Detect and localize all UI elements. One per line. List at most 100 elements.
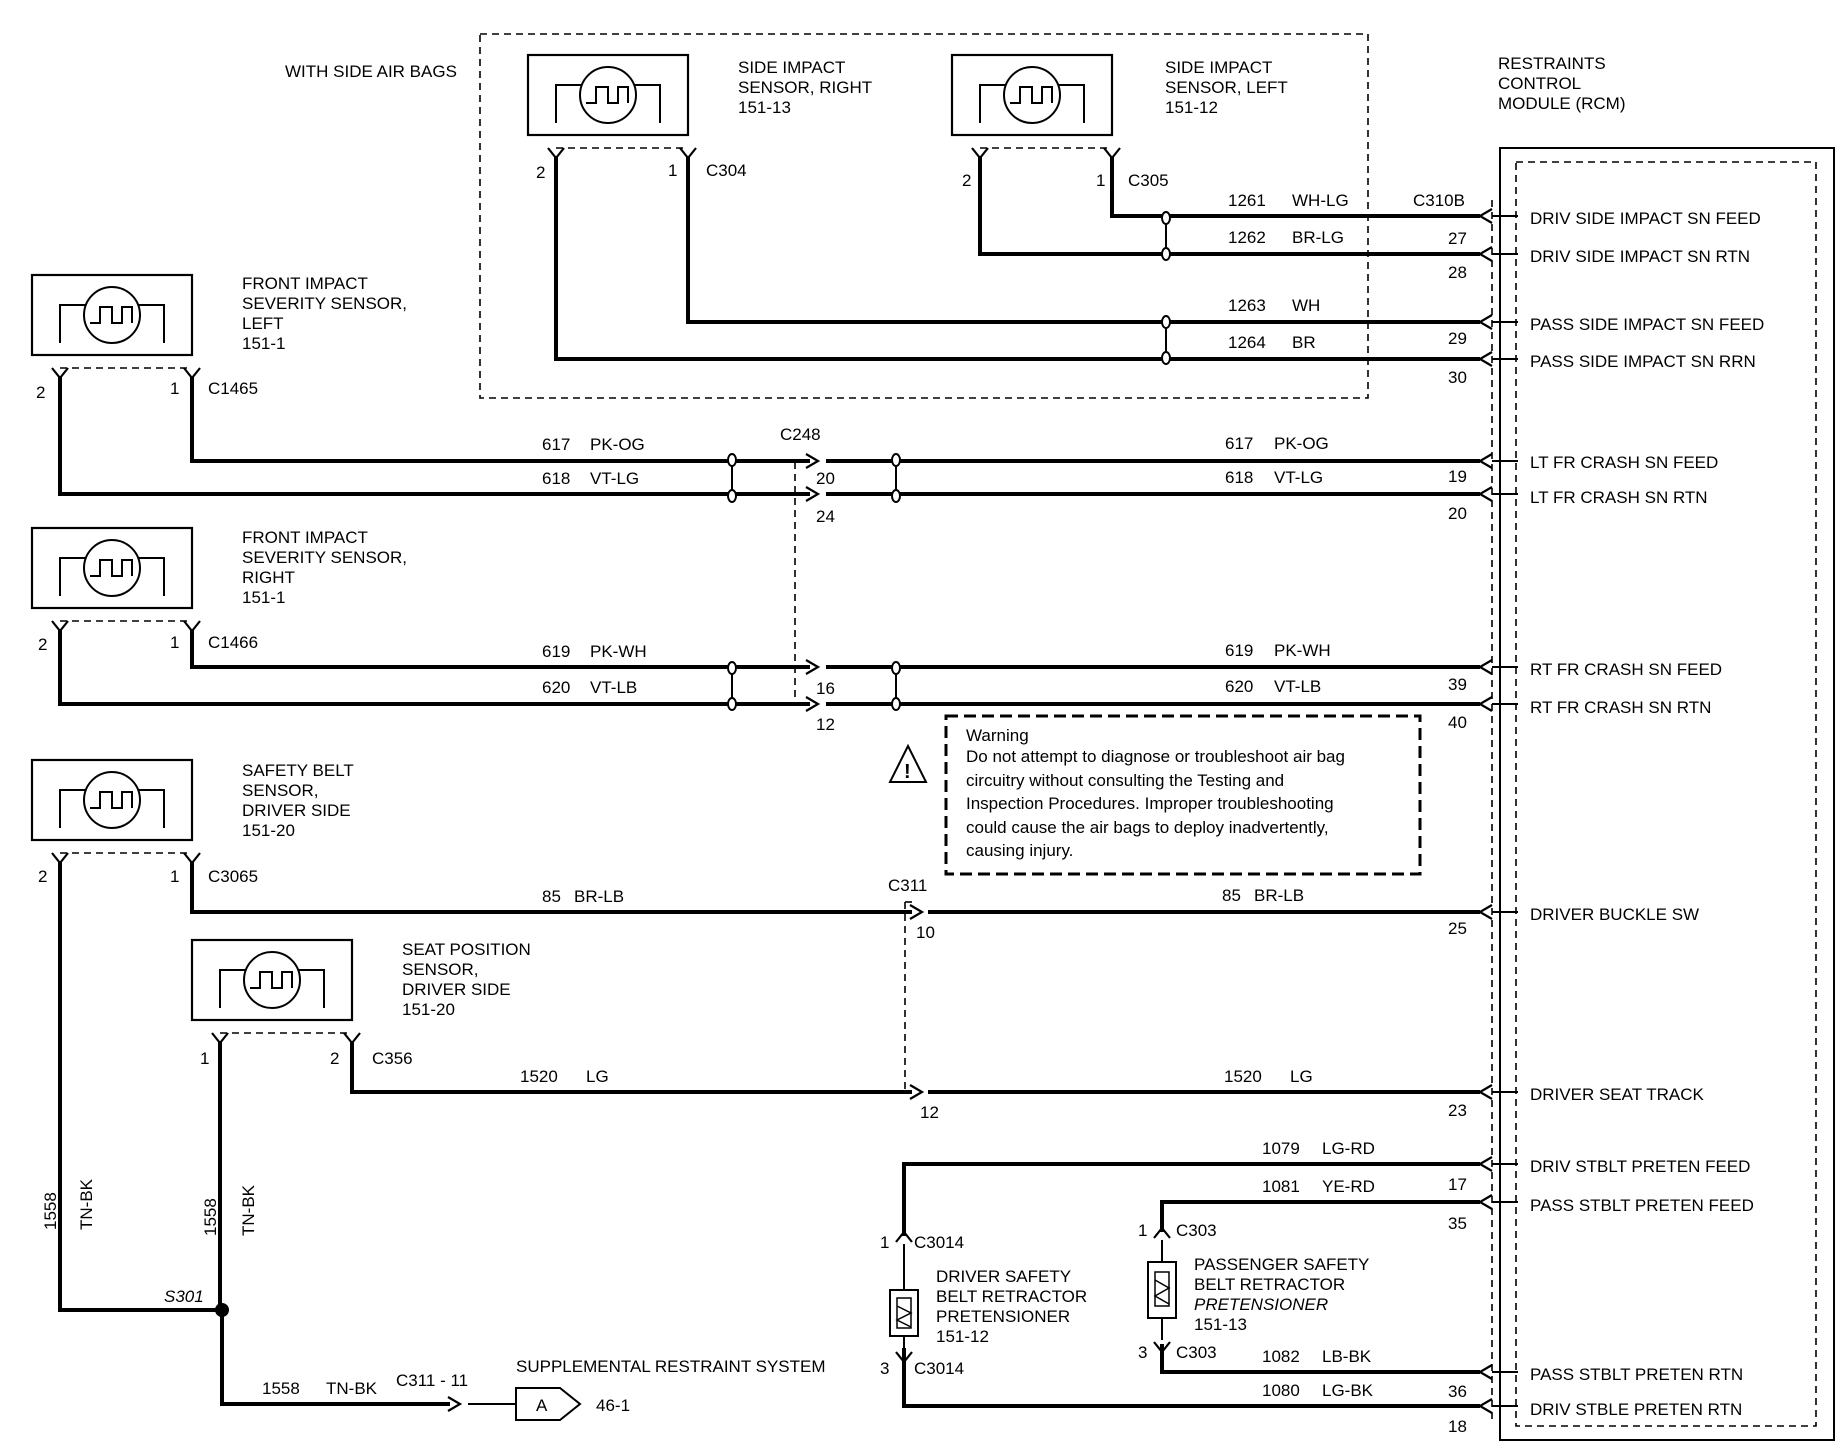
wire-1264: [554, 156, 1480, 361]
side-impact-sensor-right: [526, 53, 698, 160]
circuit-number: 1082: [1262, 1347, 1300, 1366]
connector-c1465: C1465: [208, 379, 258, 398]
wire-1081: [1160, 1200, 1480, 1232]
connector-c311-11: C311 - 11: [396, 1371, 468, 1390]
rcm-pin-label: DRIV STBLT PRETEN FEED: [1530, 1157, 1750, 1176]
rcm-pin-number: 30: [1448, 368, 1467, 387]
srs-label: SUPPLEMENTAL RESTRAINT SYSTEM: [516, 1357, 826, 1376]
rcm-pin-label: RT FR CRASH SN FEED: [1530, 660, 1722, 679]
passenger-pretensioner-label-3: PRETENSIONER: [1194, 1295, 1328, 1314]
rcm-pin-number: 40: [1448, 713, 1467, 732]
belt-driver-label-1: SAFETY BELT: [242, 761, 354, 780]
circuit-color: VT-LG: [590, 469, 639, 488]
srs-ref-letter: A: [536, 1396, 548, 1415]
circuit-number: 617: [542, 435, 570, 454]
passenger-pretensioner-label-4: 151-13: [1194, 1315, 1247, 1334]
wire-617: [190, 376, 810, 463]
twisted-pair-marker: [891, 661, 901, 711]
restraints-control-module: RESTRAINTS CONTROL MODULE (RCM): [1491, 54, 1835, 1441]
pin-number: 1: [170, 633, 179, 652]
seat-driver-label-4: 151-20: [402, 1000, 455, 1019]
rcm-pin-label: DRIVER BUCKLE SW: [1530, 905, 1699, 924]
twisted-pair-marker: [1161, 315, 1171, 365]
circuit-color: WH: [1292, 296, 1320, 315]
rcm-pin-label: PASS SIDE IMPACT SN RRN: [1530, 352, 1756, 371]
wire-1520: [350, 1041, 912, 1094]
circuit-color: BR-LB: [1254, 886, 1304, 905]
rcm-pin-label: DRIVER SEAT TRACK: [1530, 1085, 1704, 1104]
rcm-pin-number: 23: [1448, 1101, 1467, 1120]
wire-85: [190, 861, 912, 914]
belt-driver-label-4: 151-20: [242, 821, 295, 840]
rcm-title-line-2: CONTROL: [1498, 74, 1581, 93]
circuit-color: LG: [1290, 1067, 1313, 1086]
side-left-label-3: 151-12: [1165, 98, 1218, 117]
rcm-pin-number: 28: [1448, 263, 1467, 282]
safety-belt-sensor-driver: [30, 758, 202, 865]
rcm-pin-number: 25: [1448, 919, 1467, 938]
rcm-pin-number: 35: [1448, 1214, 1467, 1233]
pin-number: 1: [1138, 1221, 1147, 1240]
circuit-number: 619: [542, 642, 570, 661]
rcm-pin-label: LT FR CRASH SN FEED: [1530, 453, 1718, 472]
circuit-number: 620: [542, 678, 570, 697]
side-right-label-2: SENSOR, RIGHT: [738, 78, 872, 97]
circuit-color: LG: [586, 1067, 609, 1086]
belt-driver-label-3: DRIVER SIDE: [242, 801, 351, 820]
circuit-color: VT-LB: [1274, 677, 1321, 696]
srs-ref-page: 46-1: [596, 1396, 630, 1415]
connector-pin: 20: [816, 469, 835, 488]
warning-line: Inspection Procedures. Improper troubles…: [966, 794, 1334, 813]
seat-driver-label-1: SEAT POSITION: [402, 940, 531, 959]
circuit-number: 1558: [262, 1379, 300, 1398]
circuit-number: 618: [542, 469, 570, 488]
wire-618: [58, 376, 810, 496]
connector-c3065: C3065: [208, 867, 258, 886]
circuit-color: TN-BK: [326, 1379, 378, 1398]
pin-number: 1: [200, 1049, 209, 1068]
connector-c311-label: C311: [888, 876, 927, 895]
seat-position-sensor-driver: [190, 938, 362, 1045]
connector-c3014: C3014: [914, 1359, 964, 1378]
circuit-number: 619: [1225, 641, 1253, 660]
driver-pretensioner-label-4: 151-12: [936, 1327, 989, 1346]
twisted-pair-marker: [1161, 211, 1171, 261]
wire-620: [58, 629, 810, 706]
circuit-color: YE-RD: [1322, 1177, 1375, 1196]
driver-pretensioner-label-3: PRETENSIONER: [936, 1307, 1070, 1326]
warning-line: causing injury.: [966, 841, 1073, 860]
circuit-number-vertical: 1558: [41, 1192, 60, 1230]
connector-c303: C303: [1176, 1221, 1217, 1240]
circuit-number: 1520: [1224, 1067, 1262, 1086]
circuit-color: BR-LB: [574, 887, 624, 906]
pin-number: 1: [880, 1233, 889, 1252]
circuit-number: 617: [1225, 434, 1253, 453]
wire-1080: [902, 1348, 1480, 1408]
front-right-label-1: FRONT IMPACT: [242, 528, 368, 547]
rcm-pin-number: 18: [1448, 1417, 1467, 1436]
circuit-color: LB-BK: [1322, 1347, 1372, 1366]
rcm-pin-label: PASS STBLT PRETEN RTN: [1530, 1365, 1743, 1384]
pin-number: 1: [170, 379, 179, 398]
circuit-number: 1079: [1262, 1139, 1300, 1158]
connector-pin: 16: [816, 679, 835, 698]
connector-c356: C356: [372, 1049, 413, 1068]
warning-box: [888, 714, 1422, 876]
circuit-color: PK-OG: [590, 435, 645, 454]
wire-619: [190, 629, 810, 669]
rcm-pin-number: 17: [1448, 1175, 1467, 1194]
rcm-pin-number: 20: [1448, 504, 1467, 523]
circuit-number: 1081: [1262, 1177, 1300, 1196]
belt-driver-label-2: SENSOR,: [242, 781, 319, 800]
splice-s301-label: S301: [164, 1287, 204, 1306]
connector-pin: 12: [920, 1103, 939, 1122]
wire-1558-belt: [58, 861, 224, 1312]
rcm-connector-label: C310B: [1413, 191, 1465, 210]
wire-1261: [1110, 156, 1480, 218]
circuit-color: BR-LG: [1292, 228, 1344, 247]
rcm-pin-label: DRIV STBLE PRETEN RTN: [1530, 1400, 1742, 1419]
circuit-number: 85: [1222, 886, 1241, 905]
circuit-number: 618: [1225, 468, 1253, 487]
circuit-color: WH-LG: [1292, 191, 1349, 210]
circuit-color: LG-BK: [1322, 1381, 1374, 1400]
